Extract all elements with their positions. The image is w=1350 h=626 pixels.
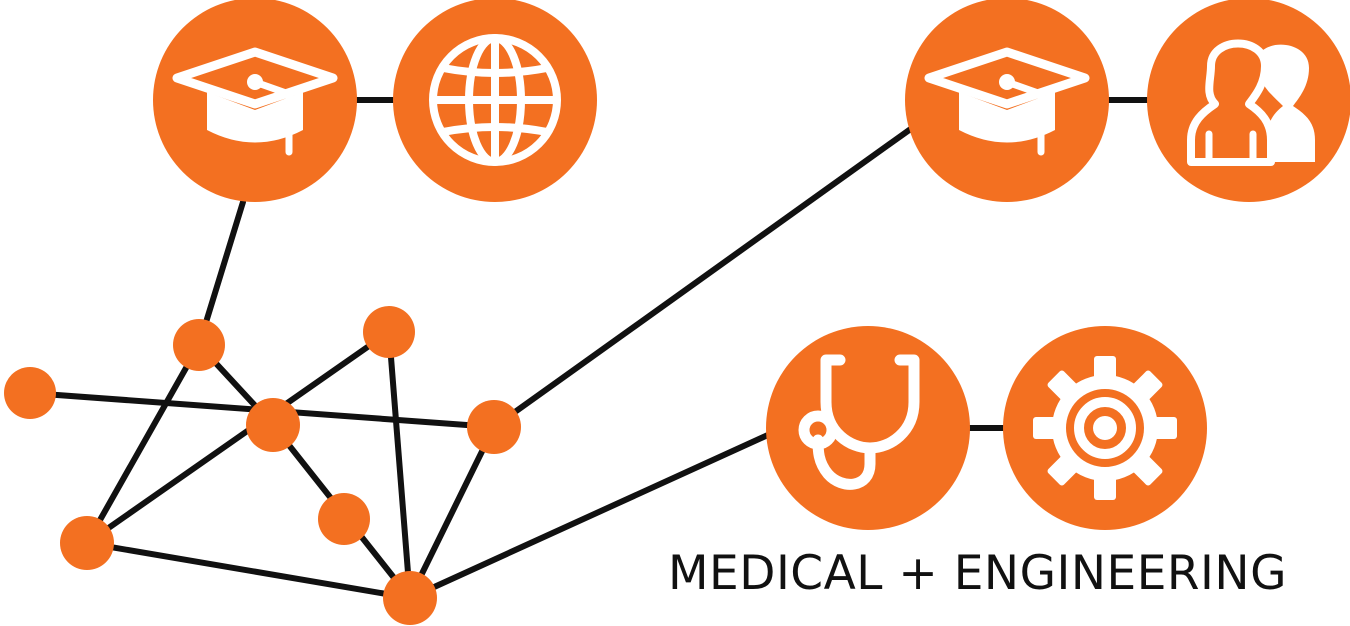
network-node [173, 319, 225, 371]
network-nodes [4, 306, 521, 625]
people-icon [1187, 39, 1315, 166]
network-node [363, 306, 415, 358]
connector-line [407, 424, 497, 601]
connector-line [84, 540, 413, 601]
connector-line [491, 125, 915, 430]
connector-line [386, 329, 413, 601]
network-node [318, 493, 370, 545]
connector-line [84, 342, 202, 546]
gear-icon [1033, 356, 1177, 500]
stethoscope-icon [798, 354, 920, 490]
network-node [383, 571, 437, 625]
graduation-cap-icon [924, 47, 1090, 156]
network-node [4, 367, 56, 419]
globe-icon [429, 34, 561, 166]
icon-circle [766, 326, 970, 530]
cluster-label: MEDICAL + ENGINEERING [668, 546, 1287, 601]
connector-line [84, 329, 392, 546]
network-node [60, 516, 114, 570]
connector-line [407, 431, 773, 601]
network-node [467, 400, 521, 454]
graduation-cap-icon [172, 47, 338, 156]
network-node [246, 398, 300, 452]
